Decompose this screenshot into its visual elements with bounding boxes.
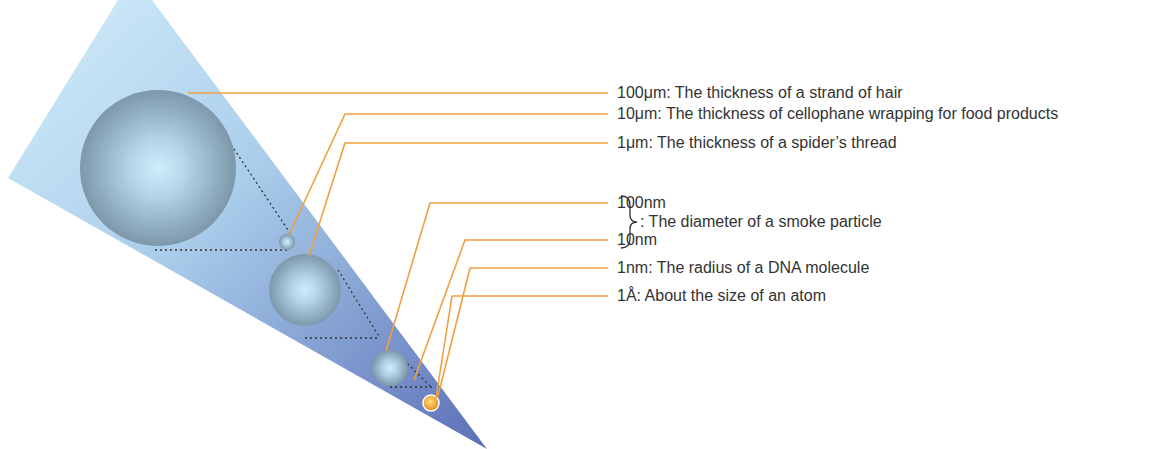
label-hair: 100μm: The thickness of a strand of hair: [617, 83, 903, 102]
sphere-100um: [80, 90, 236, 246]
sphere-10um: [279, 234, 295, 250]
label-cellophane: 10μm: The thickness of cellophane wrappi…: [617, 104, 1058, 123]
label-10nm: 10nm: [617, 230, 657, 249]
scale-wedge: [8, 0, 487, 449]
label-100nm: 100nm: [617, 193, 666, 212]
label-smoke-particle: : The diameter of a smoke particle: [640, 212, 882, 231]
sphere-100nm: [372, 350, 408, 386]
label-dna: 1nm: The radius of a DNA molecule: [617, 258, 869, 277]
leader-lines: [188, 93, 608, 398]
sphere-1um: [269, 254, 341, 326]
label-spider-thread: 1μm: The thickness of a spider’s thread: [617, 133, 897, 152]
label-atom: 1Å: About the size of an atom: [617, 286, 826, 305]
